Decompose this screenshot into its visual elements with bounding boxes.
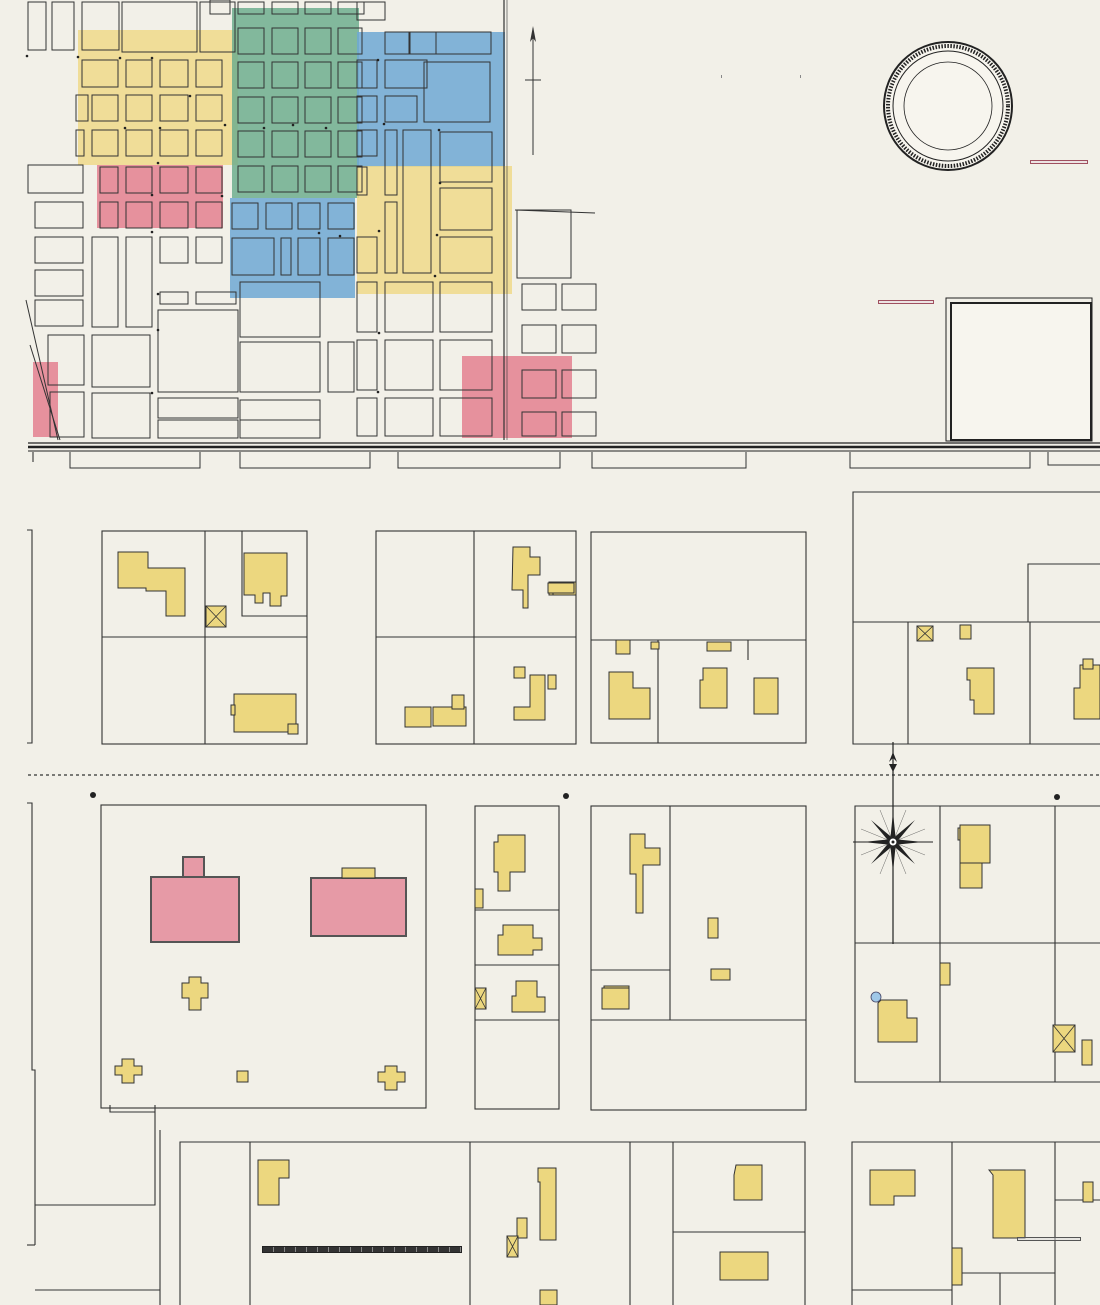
index-streets-column [645, 75, 717, 78]
water-tank-icon [870, 991, 882, 1003]
scale-bar [262, 1246, 462, 1253]
building-classrooms [310, 877, 407, 937]
region-sheet-4[interactable] [232, 8, 359, 198]
building-dwelling [243, 552, 288, 607]
building-shed [706, 641, 732, 652]
building-boarding [117, 551, 186, 617]
hydrant-icons [90, 792, 1060, 800]
building-classrooms-auditorium [150, 876, 240, 943]
map-legend-key [950, 302, 1092, 441]
key-map [25, 0, 597, 441]
index-specials-column [805, 75, 877, 78]
title-seal [883, 41, 1013, 171]
building-presbyterian-church [233, 693, 297, 733]
building-pavilion [181, 976, 209, 1011]
compass-rose-icon [853, 742, 933, 944]
index-middle-column [721, 75, 801, 78]
buildings [114, 546, 1100, 1305]
railroad-separator [28, 442, 1100, 469]
region-sheet-6c[interactable] [33, 362, 58, 437]
street-index [645, 72, 877, 78]
title-seal-text [884, 42, 1012, 170]
map-division-stamp [878, 300, 934, 304]
building-wc [114, 1058, 143, 1084]
building-wc [377, 1065, 406, 1091]
stable-x-marks [205, 605, 1076, 1258]
map-division-stamp-2 [1017, 1237, 1081, 1241]
detail-blocks [27, 491, 1100, 1305]
note-block [882, 198, 1097, 200]
loc-received-stamp [1030, 160, 1088, 164]
